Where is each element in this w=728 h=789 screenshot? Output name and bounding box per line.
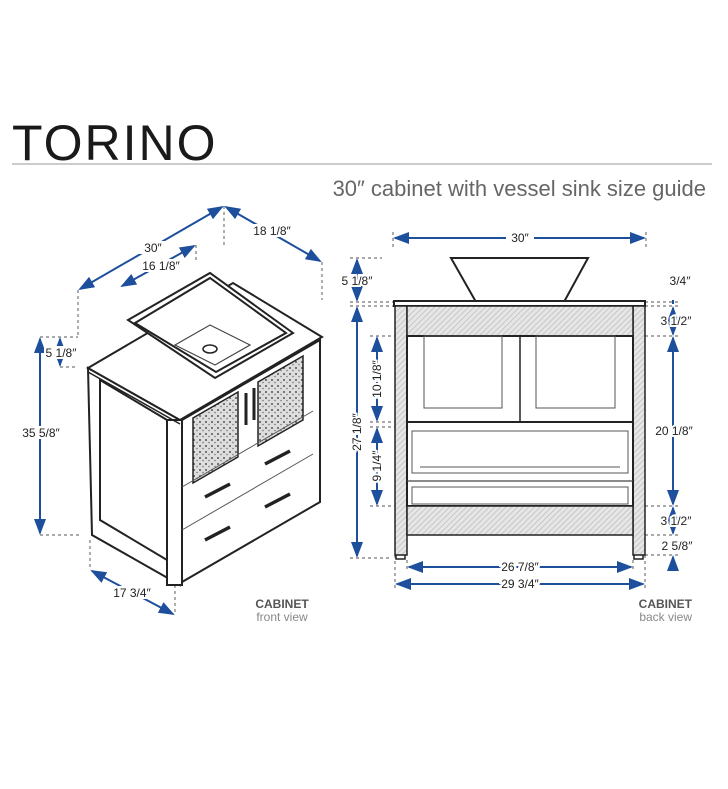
dim-door-height: 10 1/8″ [370, 359, 384, 397]
front-view-drawing [34, 205, 324, 615]
dim-sink-height: 5 1/8″ [342, 274, 374, 288]
page-title: TORINO [12, 115, 218, 171]
subtitle: 30″ cabinet with vessel sink size guide [333, 176, 706, 201]
dim-cabinet-height: 27 1/8″ [350, 412, 364, 450]
dim-width: 30″ [511, 231, 529, 245]
dim-inner-width: 26 7/8″ [501, 560, 539, 574]
back-caption-title: CABINET [639, 597, 693, 611]
dim-top-rail: 3 1/2″ [661, 314, 693, 328]
back-view-labels: 30″ 5 1/8″ 27 1/8″ 10 1/8″ 9 1/4″ 3/4″ 3… [340, 231, 696, 624]
dim-top-thickness: 3/4″ [670, 274, 692, 288]
dim-sink-height: 5 1/8″ [46, 346, 78, 360]
front-caption-sub: front view [256, 610, 308, 624]
dim-leg-height: 2 5/8″ [662, 539, 694, 553]
dim-sink-width: 16 1/8″ [142, 259, 180, 273]
back-caption-sub: back view [639, 610, 692, 624]
front-view-labels: 30″ 16 1/8″ 18 1/8″ 5 1/8″ 35 5/8″ 17 3/… [18, 224, 309, 624]
dim-width: 30″ [144, 241, 162, 255]
dim-total-height: 35 5/8″ [22, 426, 60, 440]
dim-bottom-rail: 3 1/2″ [661, 514, 693, 528]
dim-outer-width: 29 3/4″ [501, 577, 539, 591]
dim-drawer-height: 9 1/4″ [370, 450, 384, 482]
dim-interior-height: 20 1/8″ [655, 424, 693, 438]
front-caption-title: CABINET [255, 597, 309, 611]
dim-depth: 18 1/8″ [253, 224, 291, 238]
dim-cabinet-depth: 17 3/4″ [113, 586, 151, 600]
back-view-drawing [350, 232, 680, 590]
